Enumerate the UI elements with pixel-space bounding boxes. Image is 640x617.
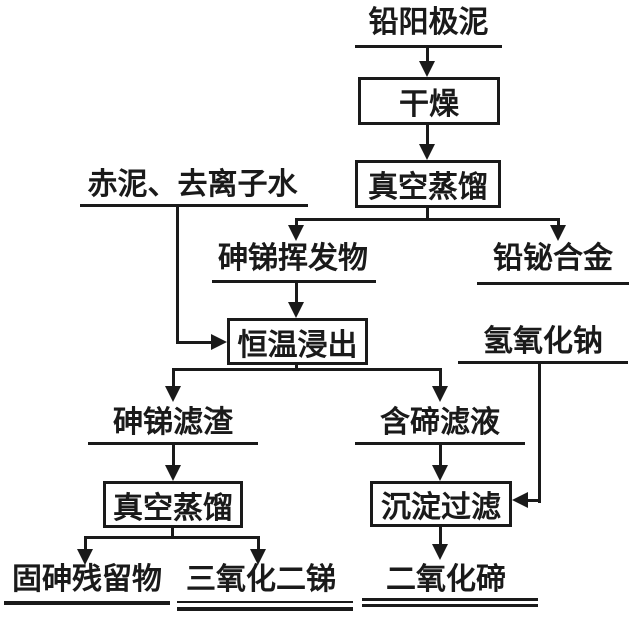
edge-redmud-to-leaching-hline — [176, 341, 211, 344]
underline-alloy — [477, 282, 629, 285]
box-constant-temperature-leaching: 恒温浸出 — [227, 318, 368, 365]
box-precipitation-filtration-label: 沉淀过滤 — [381, 491, 501, 524]
node-sodium-hydroxide: 氢氧化钠 — [483, 325, 603, 358]
arrow-down-icon — [432, 465, 448, 481]
box-vacuum-distillation-1: 真空蒸馏 — [355, 160, 501, 208]
box-drying: 干燥 — [358, 77, 500, 125]
node-tellurium-dioxide: 二氧化碲 — [386, 563, 506, 596]
edge-vacuum1-to-volatiles-line — [295, 218, 298, 227]
underline-volatiles — [212, 280, 376, 283]
arrow-down-icon — [432, 386, 448, 402]
box-vacuum-distillation-2: 真空蒸馏 — [103, 481, 243, 528]
node-antimony-trioxide: 三氧化二锑 — [186, 563, 336, 596]
box-vacuum-distillation-1-label: 真空蒸馏 — [368, 171, 488, 204]
edge-vacuum1-split-stem — [426, 208, 429, 221]
box-leaching-label: 恒温浸出 — [237, 328, 358, 362]
arrow-down-icon — [77, 549, 93, 565]
arrow-down-icon — [419, 144, 435, 160]
double-underline-sb2o3-bottom — [177, 607, 353, 611]
double-underline-teo2-bottom — [362, 604, 538, 607]
arrow-down-icon — [288, 302, 304, 318]
node-red-mud-deionized-water: 赤泥、去离子水 — [87, 168, 298, 201]
edge-redmud-to-leaching-vline — [176, 204, 179, 344]
node-solid-arsenic-residue: 固砷残留物 — [12, 563, 162, 596]
double-underline-teo2-top — [362, 598, 538, 601]
underline-naoh — [458, 361, 628, 364]
arrow-down-icon — [165, 465, 181, 481]
edge-vacuum1-to-alloy-line — [557, 218, 560, 227]
edge-vacuum2-split-hline — [84, 536, 260, 539]
node-arsenic-antimony-volatiles: 砷锑挥发物 — [218, 242, 368, 275]
edge-vacuum2-to-solid-arsenic-line — [84, 536, 87, 550]
edge-drying-to-vacuum1-line — [426, 125, 429, 146]
arrow-down-icon — [250, 549, 266, 565]
edge-leaching-to-residue-line — [172, 368, 175, 386]
edge-vacuum1-split-hline — [295, 218, 560, 221]
underline-red-mud — [80, 204, 308, 207]
arrow-down-icon — [419, 61, 435, 77]
arrow-right-icon — [211, 334, 227, 350]
edge-residue-to-vacuum2-line — [172, 442, 175, 466]
arrow-left-icon — [512, 492, 528, 508]
node-tellurium-filtrate: 含碲滤液 — [380, 406, 500, 439]
box-precipitation-filtration: 沉淀过滤 — [370, 481, 512, 527]
underline-solid-arsenic — [4, 601, 170, 605]
node-arsenic-antimony-filter-residue: 砷锑滤渣 — [113, 406, 233, 439]
double-underline-sb2o3-top — [177, 601, 353, 603]
edge-slime-to-drying-line — [426, 45, 429, 63]
edge-vacuum2-to-sb2o3-line — [257, 536, 260, 550]
edge-naoh-to-precip-hline — [527, 499, 541, 502]
edge-naoh-to-precip-vline — [538, 361, 541, 503]
edge-filtrate-to-precip-line — [439, 442, 442, 466]
edge-leaching-to-filtrate-line — [439, 368, 442, 386]
node-lead-bismuth-alloy: 铅铋合金 — [493, 242, 613, 275]
arrow-down-icon — [165, 386, 181, 402]
edge-vacuum2-split-stem — [171, 528, 174, 539]
box-drying-label: 干燥 — [399, 88, 459, 121]
box-vacuum-distillation-2-label: 真空蒸馏 — [113, 491, 233, 525]
edge-volatiles-to-leaching-line — [295, 280, 298, 303]
arrow-down-icon — [288, 225, 304, 241]
edge-leaching-split-hline — [172, 368, 442, 371]
arrow-down-icon — [550, 225, 566, 241]
arrow-down-icon — [432, 544, 448, 560]
node-lead-anode-slime: 铅阳极泥 — [368, 6, 489, 39]
edge-precip-to-teo2-line — [439, 527, 442, 546]
